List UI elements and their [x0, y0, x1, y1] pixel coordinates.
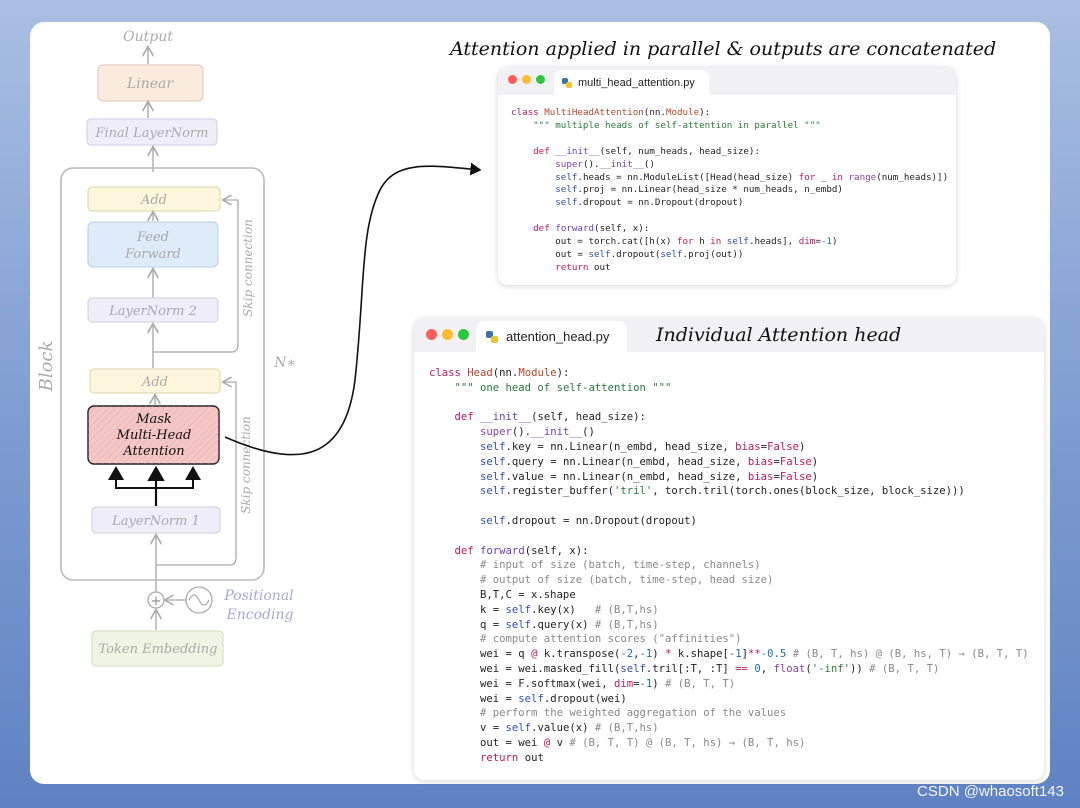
- layernorm2-label: LayerNorm 2: [108, 304, 197, 319]
- attention-head-code: class Head(nn.Module): """ one head of s…: [429, 367, 1029, 764]
- tab-label: attention_head.py: [506, 329, 610, 344]
- skip-connection-bottom-label: Skip connection: [239, 416, 253, 514]
- mask-mha-label-3: Attention: [122, 444, 184, 459]
- positional-encoding-label-2: Encoding: [226, 607, 294, 623]
- feed-forward-box: [87, 221, 219, 268]
- final-layernorm-label: Final LayerNorm: [95, 126, 209, 141]
- attention-head-window: attention_head.py class Head(nn.Module):…: [414, 318, 1044, 780]
- close-dot[interactable]: [508, 75, 517, 84]
- tab-attention-head[interactable]: attention_head.py: [476, 321, 628, 352]
- maximize-dot[interactable]: [458, 329, 469, 340]
- block-label: Block: [36, 341, 57, 393]
- add-bottom-box: [89, 368, 221, 394]
- tab-multi-head-attention[interactable]: multi_head_attention.py: [554, 70, 709, 95]
- connector-curve: [224, 162, 482, 456]
- python-icon: [562, 77, 572, 88]
- mask-mha-label-1: Mask: [135, 412, 172, 427]
- token-embedding-label: Token Embedding: [99, 642, 218, 657]
- minimize-dot[interactable]: [442, 329, 453, 340]
- multi-head-attention-window: multi_head_attention.py class MultiHeadA…: [498, 67, 956, 285]
- skip-connection-top-label: Skip connection: [241, 219, 255, 317]
- nx-label: N∗: [273, 355, 296, 371]
- add-bottom-label: Add: [141, 375, 168, 390]
- output-label: Output: [123, 29, 173, 45]
- linear-label: Linear: [126, 76, 174, 92]
- final-layernorm-box: [86, 118, 218, 146]
- minimize-dot[interactable]: [522, 75, 531, 84]
- bottom-title: Individual Attention head: [656, 324, 902, 346]
- positional-encoding-label-1: Positional: [223, 588, 293, 604]
- plus-symbol: +: [151, 594, 162, 609]
- tab-bar: multi_head_attention.py: [498, 67, 956, 95]
- layernorm1-label: LayerNorm 1: [111, 514, 200, 529]
- python-icon: [486, 330, 498, 343]
- close-dot[interactable]: [426, 329, 437, 340]
- block-container: [60, 167, 265, 581]
- top-title: Attention applied in parallel & outputs …: [450, 38, 997, 60]
- mask-mha-label-2: Multi-Head: [116, 428, 192, 443]
- token-embedding-box: [91, 630, 224, 667]
- multi-head-attention-code: class MultiHeadAttention(nn.Module): """…: [511, 107, 949, 273]
- layernorm1-box: [91, 506, 221, 534]
- layernorm2-box: [87, 297, 219, 323]
- tab-label: multi_head_attention.py: [578, 76, 695, 89]
- maximize-dot[interactable]: [536, 75, 545, 84]
- feed-forward-label-1: Feed: [136, 230, 169, 245]
- add-top-label: Add: [140, 193, 167, 208]
- watermark: CSDN @whaosoft143: [917, 783, 1064, 800]
- tab-bar: attention_head.py: [414, 318, 1044, 352]
- feed-forward-label-2: Forward: [124, 247, 181, 262]
